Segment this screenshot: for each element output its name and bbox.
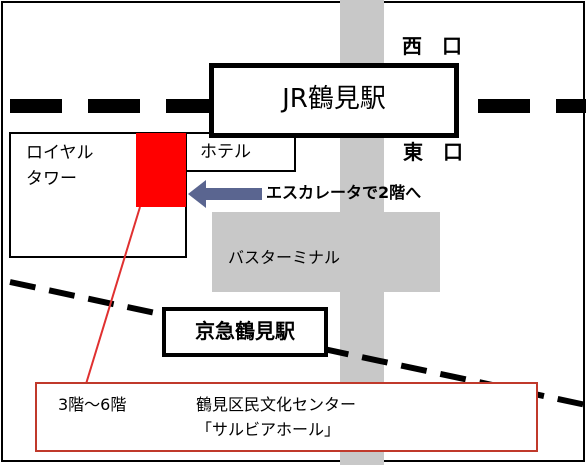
hotel-label: ホテル xyxy=(200,142,251,162)
bus-terminal-label: バスターミナル xyxy=(228,248,341,267)
jr-station-label: JR鶴見駅 xyxy=(282,84,386,114)
venue-floors: 3階～6階 xyxy=(58,395,127,414)
jr-station-box xyxy=(209,63,459,138)
bus-terminal-area xyxy=(212,212,440,292)
escalator-note: エスカレータで2階へ xyxy=(266,183,422,202)
venue-nickname: 「サルビアホール」 xyxy=(196,420,341,439)
keikyu-station-box xyxy=(162,307,328,357)
venue-marker xyxy=(136,133,186,207)
royal-tower-label-line1: ロイヤル xyxy=(26,143,94,163)
venue-name: 鶴見区民文化センター xyxy=(196,395,357,414)
venue-info-box xyxy=(35,382,538,452)
royal-tower-label-line2: タワー xyxy=(26,169,77,189)
keikyu-station-label: 京急鶴見駅 xyxy=(195,319,295,343)
venue-leader-line xyxy=(85,206,141,385)
escalator-arrow-icon xyxy=(188,180,262,208)
east-exit-label: 東 口 xyxy=(403,140,463,164)
west-exit-label: 西 口 xyxy=(402,34,462,58)
